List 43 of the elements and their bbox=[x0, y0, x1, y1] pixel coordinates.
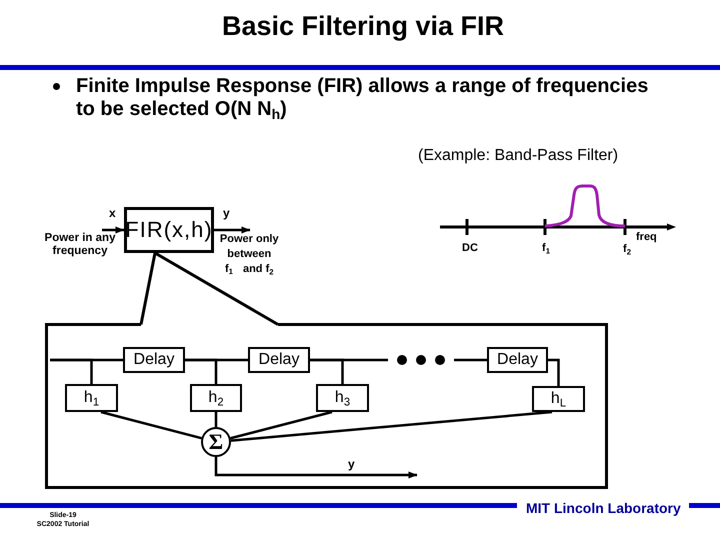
coefficient-block bbox=[316, 384, 369, 412]
filter-block bbox=[124, 207, 214, 253]
delay-block bbox=[248, 347, 310, 373]
axis-label: freq bbox=[636, 231, 657, 243]
coefficient-text: h$_{3}$ bbox=[334, 389, 350, 407]
organization-name: MIT Lincoln Laboratory bbox=[526, 500, 681, 516]
signal-line bbox=[230, 410, 332, 440]
zoom-line bbox=[140, 252, 156, 325]
filter-structure-panel bbox=[45, 323, 608, 489]
coefficient-text: h$_{L}$ bbox=[550, 390, 566, 408]
sigma-symbol: Σ bbox=[208, 429, 224, 455]
signal-line bbox=[548, 358, 560, 386]
axis-tick-label: DC bbox=[462, 242, 478, 254]
output-arrow bbox=[214, 457, 418, 478]
axis-tick-label: f$_{2}$ bbox=[623, 243, 631, 255]
axis-tick-label: f$_{1}$ bbox=[542, 242, 550, 254]
delay-text: Delay bbox=[258, 351, 300, 369]
filter-label: FIR(x,h) bbox=[125, 217, 213, 243]
delay-block bbox=[123, 347, 185, 373]
signal-arrow bbox=[102, 226, 124, 234]
summing-junction bbox=[201, 427, 231, 457]
output-note: Power only between f$_{1}$ and f$_{2}$ bbox=[219, 232, 280, 276]
coefficient-text: h$_{2}$ bbox=[208, 389, 224, 407]
zoom-line bbox=[154, 252, 279, 326]
slide-title: Basic Filtering via FIR bbox=[222, 11, 504, 42]
signal-arrow bbox=[214, 226, 250, 234]
signal-line bbox=[230, 410, 552, 442]
delay-text: Delay bbox=[134, 351, 174, 369]
delay-text: Delay bbox=[497, 351, 538, 369]
signal-line bbox=[50, 358, 93, 384]
delay-block bbox=[487, 347, 548, 373]
input-note: Power in any frequency bbox=[38, 232, 122, 258]
signal-line bbox=[310, 358, 344, 384]
coefficient-block bbox=[532, 386, 585, 412]
bullet-text: Finite Impulse Response (FIR) allows a range of frequencies to be selected O(N N$_{h}$) bbox=[76, 74, 650, 120]
example-note: (Example: Band-Pass Filter) bbox=[418, 147, 618, 165]
signal-line bbox=[100, 410, 202, 440]
signal-line bbox=[185, 358, 218, 384]
coefficient-text: h$_{1}$ bbox=[84, 389, 100, 407]
coefficient-block bbox=[65, 384, 118, 412]
signal-line bbox=[454, 358, 487, 362]
coefficient-block bbox=[190, 384, 242, 412]
signal-line bbox=[214, 412, 218, 427]
